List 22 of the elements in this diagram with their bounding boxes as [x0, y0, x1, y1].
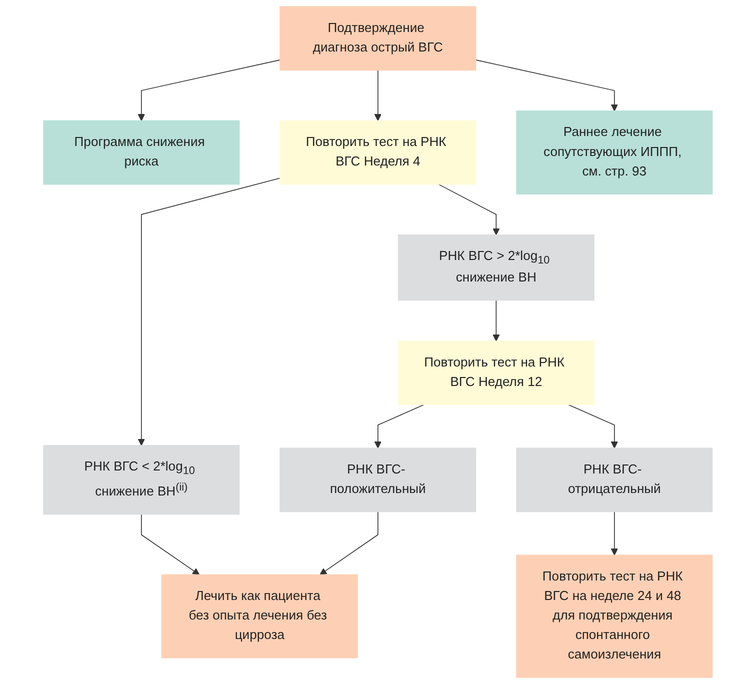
- arrow: [474, 60, 618, 112]
- node-box: Раннее лечение сопутствующих ИППП, см. стр. 93: [516, 110, 712, 194]
- arrow: [140, 514, 200, 576]
- node-box: Лечить как пациента без опыта лечения без цирроза: [160, 574, 358, 658]
- node-box: Повторить тест на РНК ВГС на неделе 24 и 48 для подтверждения спонтанного самоизлечения: [516, 554, 712, 678]
- node-box: Повторить тест на РНК ВГС Неделя 12: [397, 340, 594, 406]
- arrow: [492, 300, 500, 342]
- arrow: [137, 60, 280, 122]
- arrow: [438, 184, 500, 236]
- arrow: [610, 511, 618, 556]
- arrow: [567, 404, 618, 448]
- arrow: [374, 70, 382, 122]
- node-box: РНК ВГС > 2*log$_{10}$ снижение ВН: [397, 234, 594, 301]
- node-box: РНК ВГС- отрицательный: [516, 448, 712, 512]
- node-box: Подтверждение диагноза острый ВГС: [279, 6, 476, 71]
- node-box: Программа снижения риска: [42, 120, 240, 185]
- arrow: [374, 404, 424, 448]
- node-box: РНК ВГС- положительный: [279, 448, 476, 512]
- node-box: Повторить тест на РНК ВГС Неделя 4: [279, 120, 476, 185]
- arrow: [319, 511, 378, 576]
- node-box: РНК ВГС < 2*log$_{10}$ снижение ВН$^{(ii)}$: [42, 445, 240, 515]
- arrow: [137, 178, 280, 446]
